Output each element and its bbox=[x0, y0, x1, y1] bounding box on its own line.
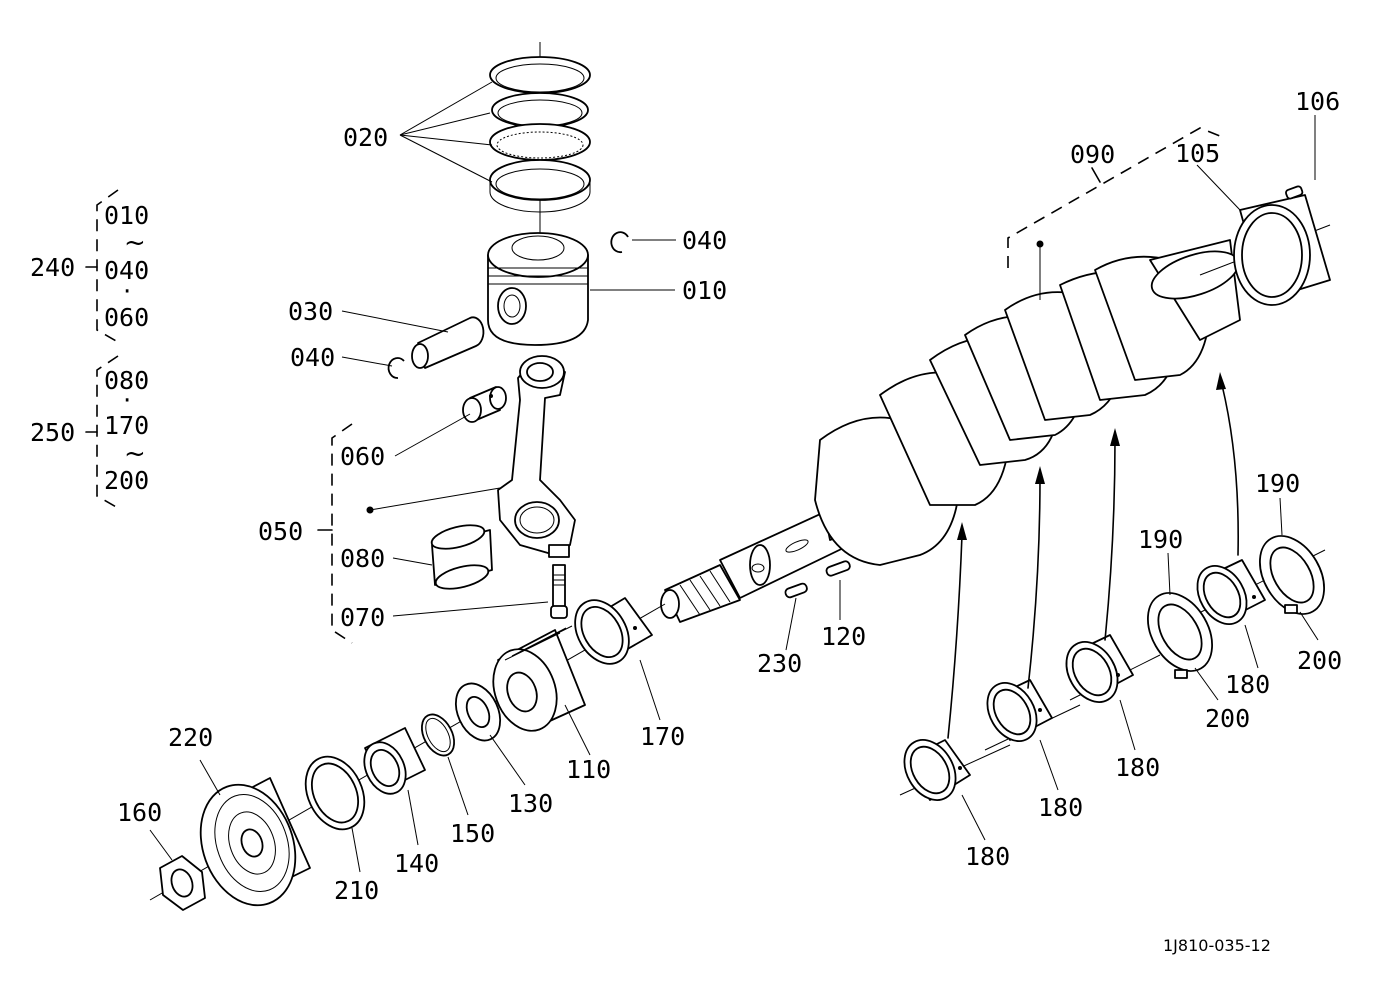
collar-140 bbox=[363, 727, 426, 795]
label-106: 106 bbox=[1295, 87, 1340, 116]
kit-240-item-end: 060 bbox=[104, 303, 149, 332]
label-080: 080 bbox=[340, 544, 385, 573]
label-140: 140 bbox=[394, 849, 439, 878]
kit-240-item-mid: 040 bbox=[104, 256, 149, 285]
kit-240-and-symbol: · bbox=[123, 277, 131, 307]
label-220: 220 bbox=[168, 723, 213, 752]
label-130: 130 bbox=[508, 789, 553, 818]
label-060: 060 bbox=[340, 442, 385, 471]
kit-250-range-symbol: ~ bbox=[124, 439, 146, 469]
main-bearing-180-1 bbox=[899, 739, 1011, 801]
o-ring-150 bbox=[420, 713, 456, 757]
piston bbox=[487, 232, 589, 346]
label-230: 230 bbox=[757, 649, 802, 678]
label-180-4: 180 bbox=[1225, 670, 1270, 699]
kit-240-range-symbol: ~ bbox=[124, 228, 146, 258]
label-180-3: 180 bbox=[1115, 753, 1160, 782]
label-180-2: 180 bbox=[1038, 793, 1083, 822]
circlip-upper bbox=[610, 231, 629, 254]
key-120 bbox=[825, 560, 851, 577]
label-210: 210 bbox=[334, 876, 379, 905]
main-bearing-180-3 bbox=[1065, 634, 1161, 703]
label-050: 050 bbox=[258, 517, 303, 546]
label-020: 020 bbox=[343, 123, 388, 152]
crank-pulley-220 bbox=[199, 777, 311, 907]
label-040-upper: 040 bbox=[682, 226, 727, 255]
thrust-washer-130 bbox=[454, 682, 502, 742]
thrust-washer-190-200-left bbox=[1147, 592, 1213, 679]
connecting-rod bbox=[497, 355, 576, 558]
label-010: 010 bbox=[682, 276, 727, 305]
spacer-ring-210 bbox=[304, 755, 366, 831]
label-190-right: 190 bbox=[1255, 469, 1300, 498]
small-end-bushing bbox=[462, 386, 507, 423]
assembly-090-bracket bbox=[1007, 127, 1226, 300]
label-150: 150 bbox=[450, 819, 495, 848]
key-230 bbox=[784, 582, 808, 599]
label-120: 120 bbox=[821, 622, 866, 651]
circlip-lower bbox=[387, 357, 405, 379]
label-040-lower: 040 bbox=[290, 343, 335, 372]
crankshaft bbox=[660, 224, 1331, 623]
assembly-050-bracket bbox=[317, 423, 501, 644]
drawing-reference-code: 1J810-035-12 bbox=[1163, 936, 1271, 955]
crank-gear-105 bbox=[1233, 194, 1331, 306]
main-bearing-180-2 bbox=[984, 679, 1081, 751]
label-200-right: 200 bbox=[1297, 646, 1342, 675]
kit-240-label: 240 bbox=[30, 253, 75, 282]
kit-250-bracket: 250 080 · 170 ~ 200 bbox=[30, 355, 149, 509]
leader-020 bbox=[399, 81, 493, 183]
label-105: 105 bbox=[1175, 139, 1220, 168]
kit-250-item-start: 080 bbox=[104, 366, 149, 395]
kit-250-item-mid: 170 bbox=[104, 411, 149, 440]
kit-250-label: 250 bbox=[30, 418, 75, 447]
label-200-left: 200 bbox=[1205, 704, 1250, 733]
rod-bearing bbox=[430, 524, 493, 590]
label-090: 090 bbox=[1070, 140, 1115, 169]
kit-250-and-symbol: · bbox=[123, 386, 131, 416]
crank-gear-110 bbox=[492, 625, 586, 732]
piston-pin bbox=[411, 316, 485, 369]
label-170: 170 bbox=[640, 722, 685, 751]
label-030: 030 bbox=[288, 297, 333, 326]
front-bearing-170 bbox=[574, 597, 653, 665]
thrust-washer-190-200-right bbox=[1259, 535, 1325, 615]
label-110: 110 bbox=[566, 755, 611, 784]
label-180-1: 180 bbox=[965, 842, 1010, 871]
assembly-arrows bbox=[947, 372, 1239, 739]
pulley-nut-160 bbox=[159, 855, 206, 911]
kit-240-bracket: 240 010 ~ 040 · 060 bbox=[30, 189, 149, 343]
dowel-pin-106 bbox=[1285, 185, 1304, 200]
kit-240-item-start: 010 bbox=[104, 201, 149, 230]
label-190-left: 190 bbox=[1138, 525, 1183, 554]
label-070: 070 bbox=[340, 603, 385, 632]
rod-bolt bbox=[550, 564, 568, 619]
piston-rings bbox=[489, 42, 591, 255]
kit-250-item-end: 200 bbox=[104, 466, 149, 495]
label-160: 160 bbox=[117, 798, 162, 827]
